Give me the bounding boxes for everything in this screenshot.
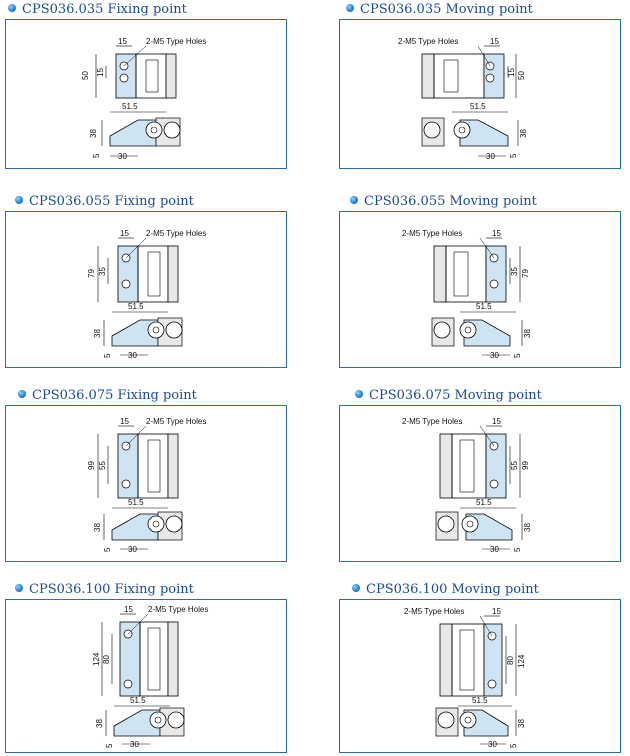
holes-label: 2-M5 Type Holes bbox=[146, 417, 206, 426]
dim-offset: 30 bbox=[488, 740, 497, 749]
dim-base: 5 bbox=[513, 353, 522, 358]
dim-end-gap: 15 bbox=[507, 68, 516, 77]
moving-point-drawing: 124 80 15 2-M5 Type Holes 51.5 38 30 5 bbox=[404, 607, 526, 749]
dim-end-gap: 80 bbox=[506, 656, 515, 665]
holes-label: 2-M5 Type Holes bbox=[404, 607, 464, 616]
dim-length: 51.5 bbox=[476, 498, 492, 507]
dim-span: 50 bbox=[517, 71, 526, 80]
dim-offset: 30 bbox=[486, 152, 495, 161]
panel-title: CPS036.035 Fixing point bbox=[8, 1, 187, 19]
dim-height: 38 bbox=[89, 129, 98, 138]
dim-length: 51.5 bbox=[128, 302, 144, 311]
panel-title: CPS036.055 Moving point bbox=[350, 193, 537, 211]
holes-label: 2-M5 Type Holes bbox=[148, 605, 208, 614]
dim-offset: 30 bbox=[128, 351, 137, 360]
dim-base: 5 bbox=[92, 153, 101, 158]
dim-length: 51.5 bbox=[470, 102, 486, 111]
dim-height: 38 bbox=[93, 329, 102, 338]
dim-hole-pitch: 15 bbox=[492, 607, 501, 616]
dim-offset: 30 bbox=[490, 351, 499, 360]
dim-height: 38 bbox=[517, 719, 526, 728]
dim-height: 38 bbox=[93, 523, 102, 532]
dim-base: 5 bbox=[509, 153, 518, 158]
drawing-panel-035-moving: 50 15 15 2-M5 Type Holes 51.5 38 30 5 bbox=[339, 19, 621, 169]
dim-height: 38 bbox=[95, 719, 104, 728]
dim-hole-pitch: 15 bbox=[490, 37, 499, 46]
drawing-panel-055-moving: 79 35 15 2-M5 Type Holes 51.5 38 30 5 bbox=[339, 211, 621, 368]
bullet-icon bbox=[15, 196, 23, 204]
bullet-icon bbox=[355, 390, 363, 398]
bullet-icon bbox=[352, 584, 360, 592]
dim-base: 5 bbox=[513, 547, 522, 552]
moving-point-drawing: 50 15 15 2-M5 Type Holes 51.5 38 30 5 bbox=[398, 37, 528, 161]
dim-offset: 30 bbox=[118, 152, 127, 161]
dim-length: 51.5 bbox=[122, 102, 138, 111]
drawing-panel-055-fixing: 79 35 15 2-M5 Type Holes 51.5 38 30 5 bbox=[5, 211, 287, 368]
fixing-point-drawing: 50 15 15 2-M5 Type Holes 51.5 38 30 5 bbox=[81, 37, 206, 161]
dim-height: 38 bbox=[523, 329, 532, 338]
dim-height: 38 bbox=[523, 523, 532, 532]
dim-end-gap: 35 bbox=[510, 267, 519, 276]
dim-length: 51.5 bbox=[128, 498, 144, 507]
dim-end-gap: 15 bbox=[96, 68, 105, 77]
holes-label: 2-M5 Type Holes bbox=[146, 37, 206, 46]
bullet-icon bbox=[350, 196, 358, 204]
dim-height: 38 bbox=[519, 129, 528, 138]
dim-span: 124 bbox=[92, 652, 101, 666]
dim-base: 5 bbox=[103, 353, 112, 358]
moving-point-drawing: 99 55 15 2-M5 Type Holes 51.5 38 30 5 bbox=[402, 417, 532, 554]
dim-span: 50 bbox=[81, 71, 90, 80]
dim-length: 51.5 bbox=[476, 302, 492, 311]
dim-span: 124 bbox=[517, 654, 526, 668]
panel-title: CPS036.100 Fixing point bbox=[15, 581, 194, 599]
panel-title: CPS036.075 Fixing point bbox=[18, 387, 197, 405]
dim-base: 5 bbox=[105, 743, 114, 748]
dim-hole-pitch: 15 bbox=[120, 417, 129, 426]
dim-offset: 30 bbox=[130, 740, 139, 749]
panel-title: CPS036.075 Moving point bbox=[355, 387, 542, 405]
drawing-panel-100-moving: 124 80 15 2-M5 Type Holes 51.5 38 30 5 bbox=[339, 599, 621, 753]
dim-hole-pitch: 15 bbox=[492, 417, 501, 426]
dim-length: 51.5 bbox=[472, 696, 488, 705]
dim-base: 5 bbox=[509, 743, 518, 748]
panel-title: CPS036.035 Moving point bbox=[346, 1, 533, 19]
drawing-panel-100-fixing: 124 80 15 2-M5 Type Holes 51.5 38 30 5 bbox=[5, 599, 287, 753]
drawing-panel-075-moving: 99 55 15 2-M5 Type Holes 51.5 38 30 5 bbox=[339, 405, 621, 562]
holes-label: 2-M5 Type Holes bbox=[146, 229, 206, 238]
panel-title: CPS036.055 Fixing point bbox=[15, 193, 194, 211]
drawing-panel-075-fixing: 99 55 15 2-M5 Type Holes 51.5 38 30 5 bbox=[5, 405, 287, 562]
dim-hole-pitch: 15 bbox=[492, 229, 501, 238]
dim-span: 79 bbox=[87, 269, 96, 278]
bullet-icon bbox=[8, 4, 16, 12]
dim-span: 99 bbox=[521, 461, 530, 470]
bullet-icon bbox=[18, 390, 26, 398]
dim-base: 5 bbox=[103, 547, 112, 552]
dim-end-gap: 55 bbox=[510, 461, 519, 470]
dim-end-gap: 55 bbox=[98, 461, 107, 470]
dim-span: 99 bbox=[87, 461, 96, 470]
holes-label: 2-M5 Type Holes bbox=[398, 37, 458, 46]
dim-span: 79 bbox=[521, 269, 530, 278]
dim-end-gap: 35 bbox=[98, 267, 107, 276]
dim-offset: 30 bbox=[490, 545, 499, 554]
dim-hole-pitch: 15 bbox=[120, 229, 129, 238]
panel-title: CPS036.100 Moving point bbox=[352, 581, 539, 599]
dim-end-gap: 80 bbox=[102, 655, 111, 664]
holes-label: 2-M5 Type Holes bbox=[402, 229, 462, 238]
fixing-point-drawing: 79 35 15 2-M5 Type Holes 51.5 38 30 5 bbox=[87, 229, 206, 360]
holes-label: 2-M5 Type Holes bbox=[402, 417, 462, 426]
bullet-icon bbox=[15, 584, 23, 592]
moving-point-drawing: 79 35 15 2-M5 Type Holes 51.5 38 30 5 bbox=[402, 229, 532, 360]
drawing-panel-035-fixing: 50 15 15 2-M5 Type Holes 51.5 38 30 5 bbox=[5, 19, 287, 169]
dim-offset: 30 bbox=[128, 545, 137, 554]
fixing-point-drawing: 99 55 15 2-M5 Type Holes 51.5 38 30 5 bbox=[87, 417, 206, 554]
bullet-icon bbox=[346, 4, 354, 12]
dim-length: 51.5 bbox=[130, 696, 146, 705]
fixing-point-drawing: 124 80 15 2-M5 Type Holes 51.5 38 30 5 bbox=[92, 605, 208, 749]
dim-hole-pitch: 15 bbox=[124, 605, 133, 614]
dim-hole-pitch: 15 bbox=[118, 37, 127, 46]
